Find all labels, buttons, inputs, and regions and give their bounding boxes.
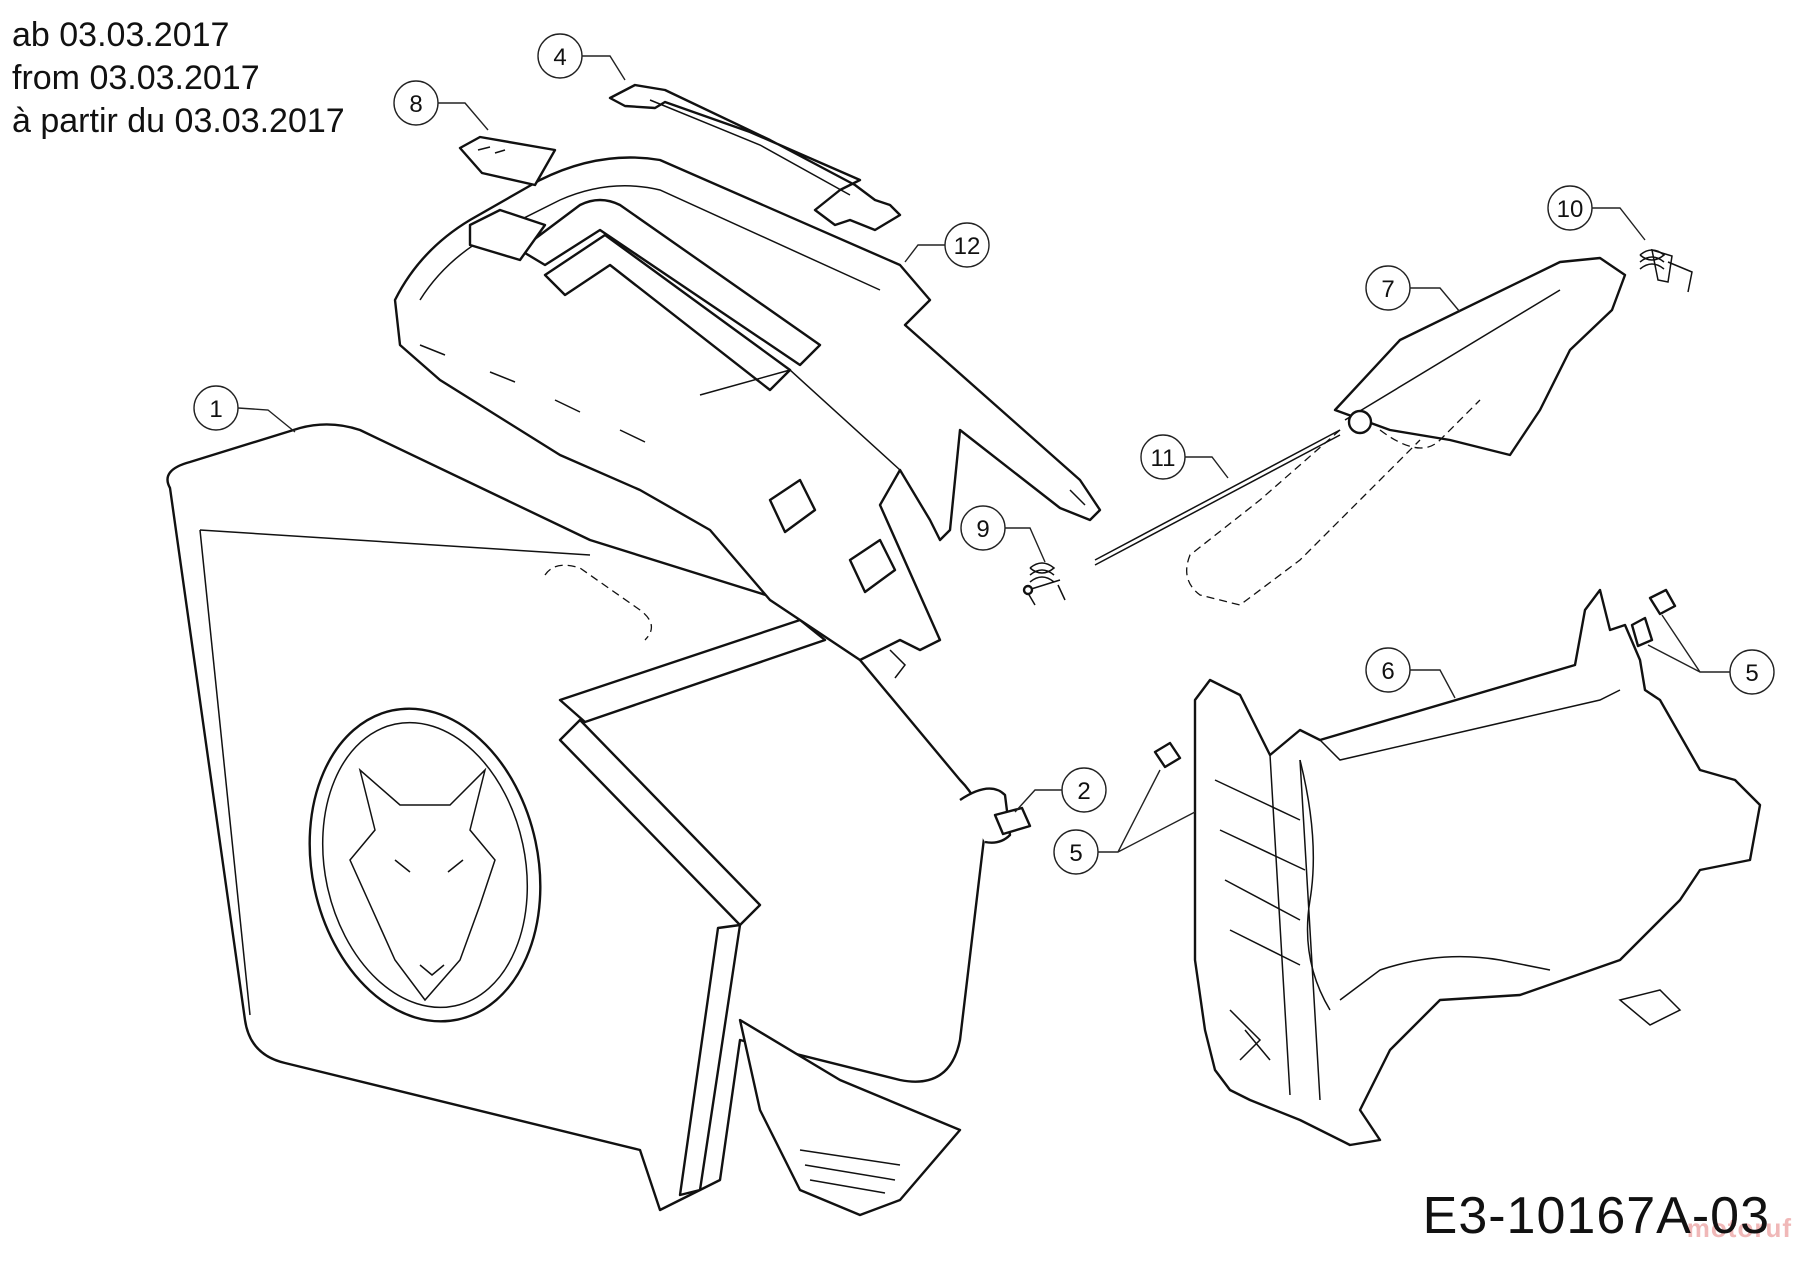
leader-2: [1014, 789, 1062, 813]
part-torsion-spring-right: [1639, 248, 1693, 293]
callout-8: 8: [393, 80, 439, 126]
leader-8: [438, 102, 489, 131]
callout-5-right: 5: [1729, 649, 1775, 695]
part-carry-handle: [608, 83, 902, 232]
leader-5b: [1647, 614, 1730, 673]
leader-11: [1185, 456, 1229, 479]
callout-6: 6: [1365, 647, 1411, 693]
callout-11: 11: [1140, 434, 1186, 480]
diagram-code: E3-10167A-03: [1422, 1187, 1770, 1245]
part-rod: [1094, 429, 1341, 566]
callout-10-number: 10: [1557, 196, 1584, 223]
bag-bottom-flap: [738, 1018, 962, 1217]
leader-4: [582, 55, 626, 81]
part-pin: [993, 806, 1032, 836]
callout-12: 12: [944, 222, 990, 268]
callout-9-number: 9: [976, 516, 989, 543]
part-discharge-flap: [1186, 256, 1627, 606]
part-grass-catcher-bag: [166, 423, 1012, 1217]
callout-12-number: 12: [954, 233, 981, 260]
callout-2: 2: [1061, 767, 1107, 813]
callout-4-number: 4: [553, 44, 566, 71]
callout-7-number: 7: [1381, 276, 1394, 303]
part-clip: [1153, 588, 1677, 769]
part-rear-housing: [1193, 588, 1762, 1147]
leader-1: [237, 407, 296, 433]
wolf-head-icon: [349, 767, 496, 1002]
part-indicator-flap: [458, 135, 557, 262]
callout-5-right-number: 5: [1745, 660, 1758, 687]
part-torsion-spring-left: [1022, 562, 1066, 606]
callout-5-left: 5: [1053, 829, 1099, 875]
callout-1: 1: [193, 385, 239, 431]
part-catcher-top-frame: [393, 156, 1102, 679]
callout-6-number: 6: [1381, 658, 1394, 685]
wolf-logo-emblem: [308, 707, 542, 1023]
callout-5-left-number: 5: [1069, 840, 1082, 867]
callout-1-number: 1: [209, 396, 222, 423]
date-line-german: ab 03.03.2017: [12, 16, 230, 54]
callout-9: 9: [960, 505, 1006, 551]
callout-2-number: 2: [1077, 778, 1090, 805]
date-line-english: from 03.03.2017: [12, 59, 260, 97]
leader-5a: [1098, 769, 1196, 853]
callout-7: 7: [1365, 265, 1411, 311]
callout-8-number: 8: [409, 91, 422, 118]
leader-6: [1410, 669, 1456, 699]
leader-9: [1005, 527, 1046, 563]
callout-11-number: 11: [1151, 445, 1176, 472]
leader-10: [1592, 207, 1646, 241]
callout-4: 4: [537, 33, 583, 79]
callout-10: 10: [1547, 185, 1593, 231]
bag-top-frame: [558, 618, 827, 724]
leader-12: [904, 244, 945, 263]
validity-dates: ab 03.03.2017 from 03.03.2017 à partir d…: [12, 14, 345, 143]
watermark-logo: motoruf: [1686, 1213, 1792, 1243]
leader-7: [1410, 287, 1461, 313]
date-line-french: à partir du 03.03.2017: [12, 102, 345, 140]
